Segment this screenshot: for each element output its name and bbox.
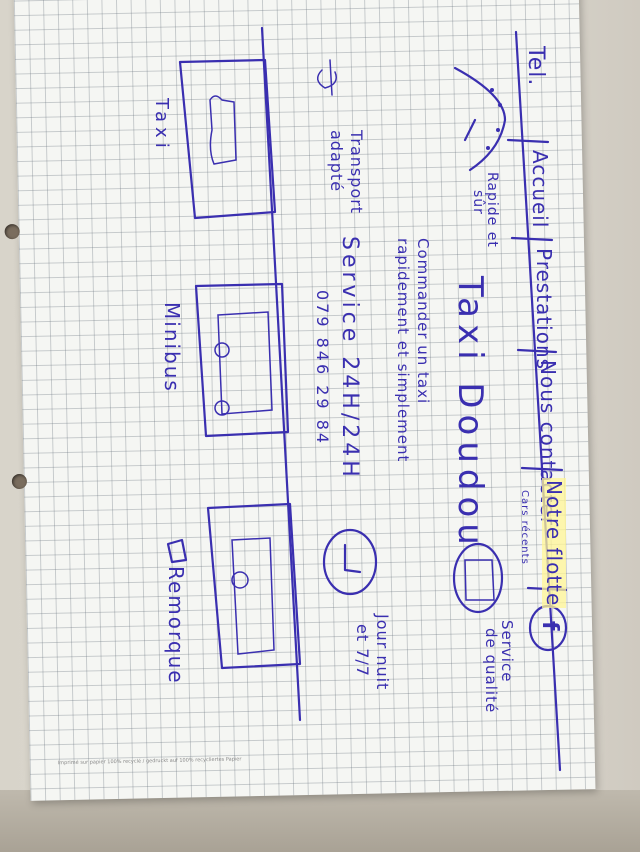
feature-qualite-line2: de qualité	[482, 628, 500, 714]
hero-service: Service 24H/24H	[337, 236, 362, 481]
hero-subtitle-line1: Commander un taxi	[414, 238, 432, 405]
nav-accueil[interactable]: Accueil	[528, 150, 552, 229]
feature-jour-line1: Jour nuit	[373, 614, 392, 691]
speedometer-icon	[453, 66, 507, 172]
taxi-image-box	[178, 58, 277, 220]
remorque-doodle-icon	[166, 538, 188, 564]
hero-title: Taxi Doudou	[450, 276, 490, 551]
nav-prestations[interactable]: Prestations	[532, 248, 556, 371]
feature-jour-line2: et 7/7	[353, 624, 372, 677]
feature-qualite-line1: Service	[498, 620, 516, 683]
remorque-image-box	[206, 502, 302, 670]
nav-notre-flotte[interactable]: Notre flotte	[542, 478, 566, 609]
facebook-icon-letter[interactable]: f	[537, 621, 562, 632]
feature-cars-recents: Cars récents	[519, 490, 530, 565]
highlight-mark: Notre flotte	[542, 478, 566, 609]
left-column-line	[260, 26, 302, 722]
feature-transport-line2: adapté	[327, 130, 346, 193]
wheelchair-icon	[316, 59, 337, 96]
header-divider-line	[514, 30, 562, 772]
feature-rapide-line2: sûr	[470, 190, 486, 215]
table-surface	[0, 790, 640, 852]
clock-icon	[322, 528, 378, 596]
hero-subtitle-line2: rapidement et simplement	[394, 238, 412, 463]
nav-tel[interactable]: Tel.	[523, 46, 548, 87]
fleet-remorque-label: Remorque	[164, 566, 188, 685]
fleet-minibus-label: Minibus	[160, 302, 184, 393]
car-quality-icon	[452, 542, 504, 614]
feature-transport-line1: Transport	[347, 130, 366, 215]
minibus-image-box	[194, 282, 290, 438]
fleet-taxi-label: Taxi	[151, 98, 172, 153]
feature-rapide-line1: Rapide et	[484, 172, 500, 248]
hero-phone: 079 846 29 84	[313, 290, 332, 447]
